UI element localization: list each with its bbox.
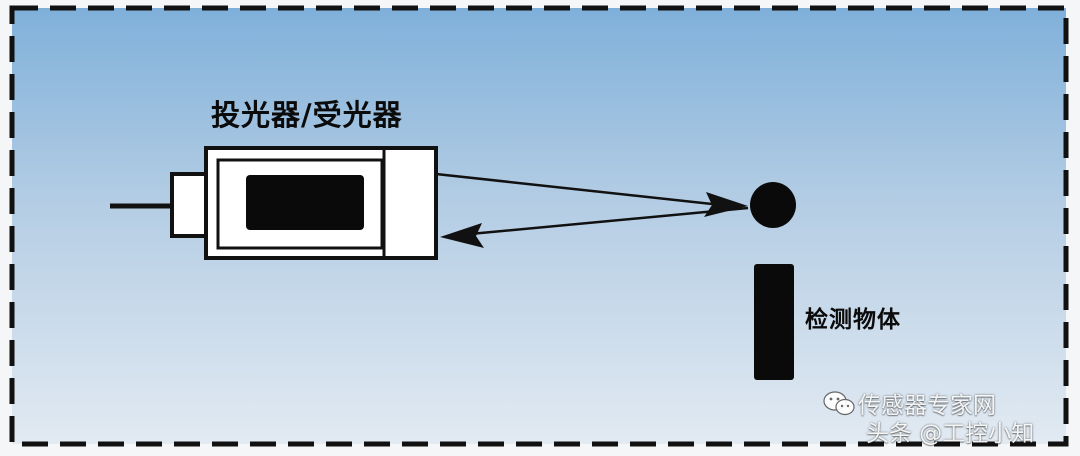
emitter-receiver-label: 投光器/受光器 bbox=[211, 98, 403, 132]
sensor-window bbox=[246, 175, 364, 230]
reflected-beam-arrowhead bbox=[440, 223, 484, 248]
emitted-beam bbox=[435, 172, 713, 206]
target-object-body bbox=[754, 264, 794, 380]
reflected-beam bbox=[469, 206, 749, 236]
watermark-line-1: 传感器专家网 bbox=[858, 393, 996, 419]
detected-object-label: 检测物体 bbox=[805, 307, 901, 333]
sensor-end-cap bbox=[170, 172, 210, 238]
wechat-icon bbox=[823, 391, 855, 416]
dashed-border bbox=[9, 5, 1069, 447]
target-object-head bbox=[750, 182, 796, 228]
watermark-line-2: 头条 @工控小知 bbox=[866, 421, 1035, 447]
